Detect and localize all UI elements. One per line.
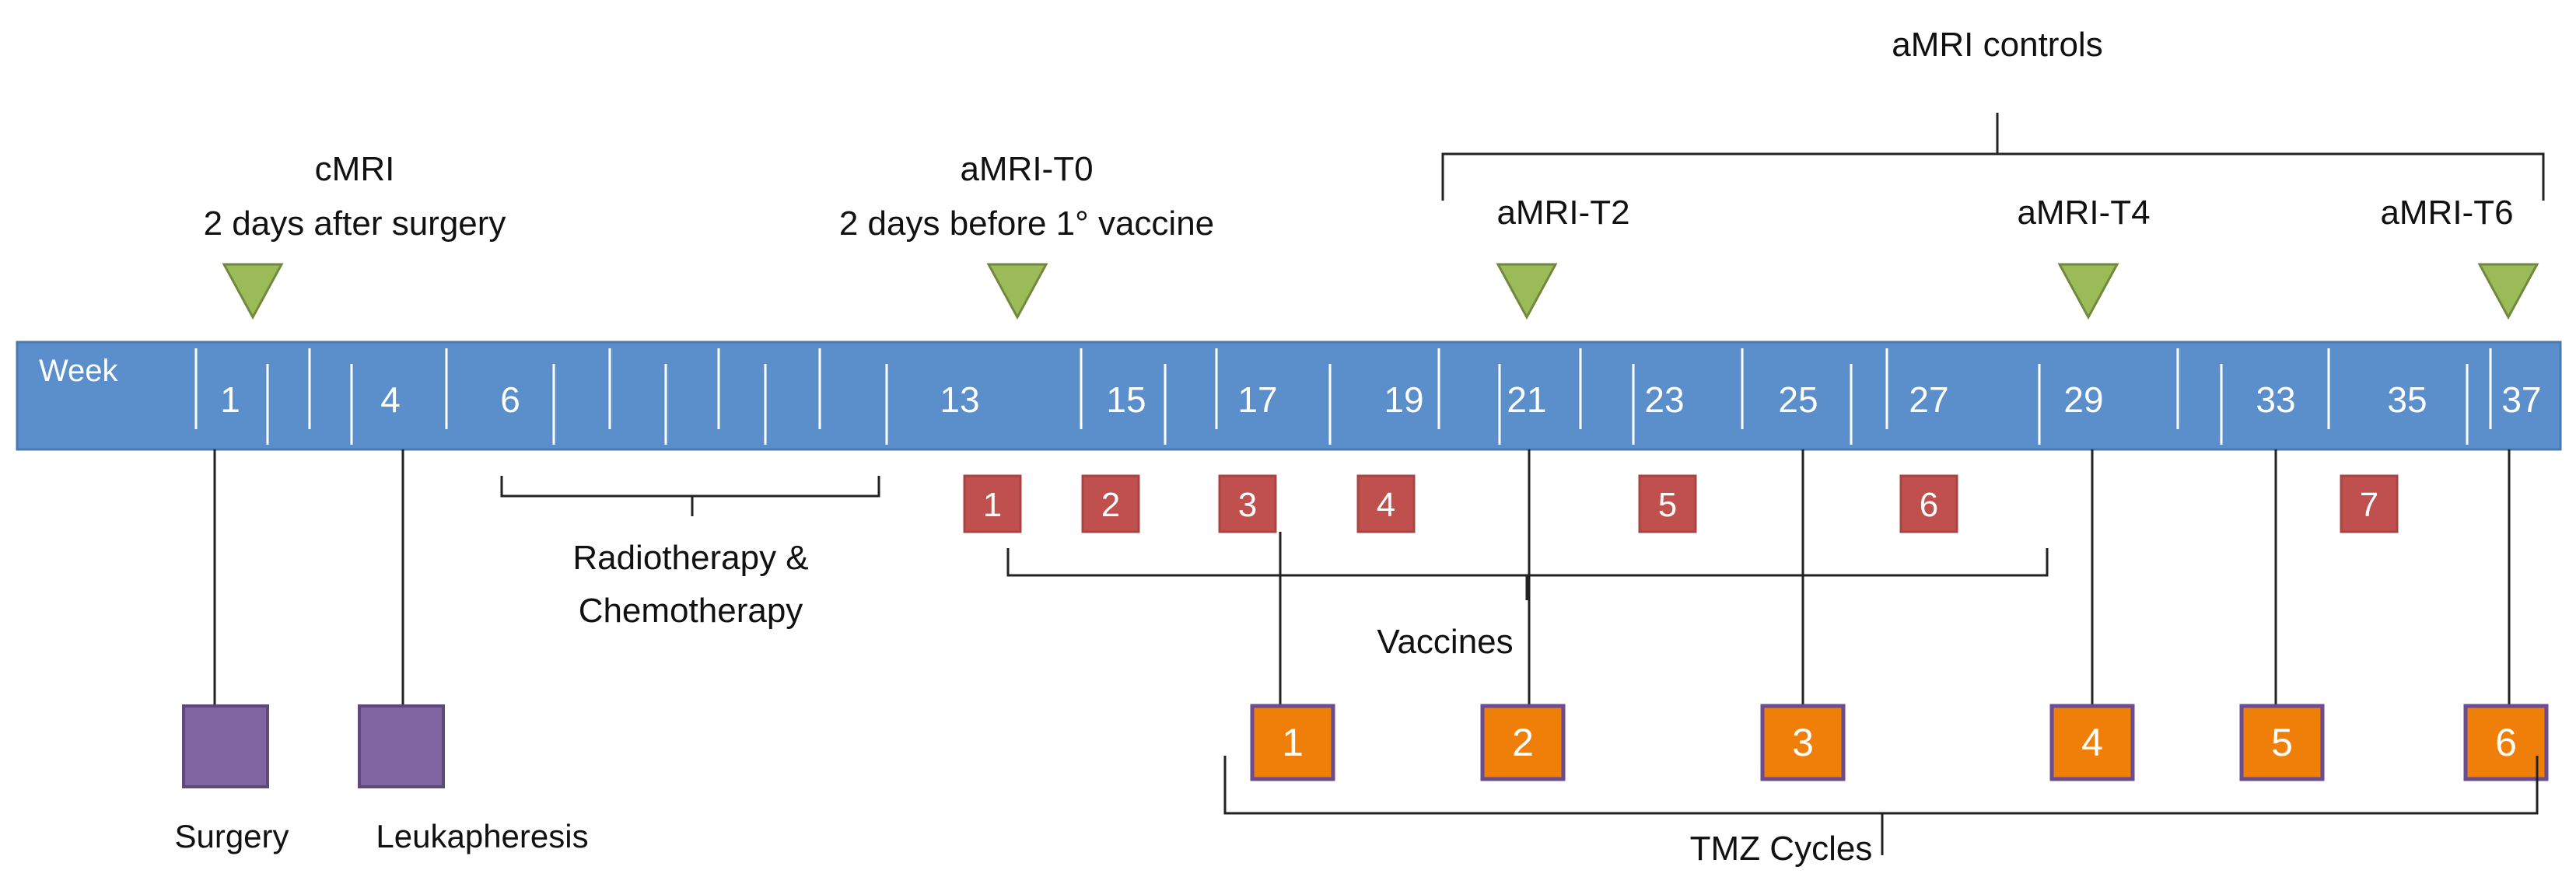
week-35: 35 (2387, 379, 2427, 420)
amri-t6-marker (2477, 263, 2539, 320)
amri-t2-label: aMRI-T2 (1496, 194, 1629, 232)
vaccine-num-6: 6 (1920, 486, 1938, 524)
week-29: 29 (2063, 379, 2103, 420)
vaccine-num-3: 3 (1238, 486, 1257, 524)
week-25: 25 (1778, 379, 1818, 420)
amri-t0-subtitle: 2 days before 1° vaccine (839, 204, 1214, 243)
connector-lines (213, 449, 2511, 706)
leukapheresis-box (358, 704, 445, 788)
tmz-label: TMZ Cycles (1690, 830, 1873, 868)
tmz-num-2: 2 (1512, 721, 1534, 764)
amri-t0-marker (986, 263, 1048, 320)
cmri-marker (222, 263, 284, 320)
tmz-num-5: 5 (2271, 721, 2293, 764)
surgery-label: Surgery (174, 818, 289, 854)
surgery-box (182, 704, 269, 788)
tmz-num-3: 3 (1792, 721, 1814, 764)
vaccine-num-7: 7 (2360, 486, 2378, 524)
week-33: 33 (2256, 379, 2295, 420)
tmz-num-1: 1 (1282, 721, 1304, 764)
tmz-box-4 (2049, 704, 2135, 781)
tmz-brace (1223, 756, 2539, 855)
week-13: 13 (940, 379, 979, 420)
cmri-subtitle: 2 days after surgery (204, 204, 506, 243)
week-4: 4 (380, 379, 401, 420)
vaccine-box-1 (963, 474, 1022, 533)
amri-t4-marker (2057, 263, 2119, 320)
radio-chemo-brace (500, 476, 880, 516)
week-37: 37 (2501, 379, 2541, 420)
amri-controls-label: aMRI controls (1892, 26, 2102, 64)
tmz-num-4: 4 (2081, 721, 2103, 764)
tmz-num-6: 6 (2495, 721, 2517, 764)
week-17: 17 (1237, 379, 1277, 420)
week-21: 21 (1507, 379, 1546, 420)
amri-t6-label: aMRI-T6 (2380, 194, 2513, 232)
vaccine-num-2: 2 (1101, 486, 1120, 524)
vaccine-num-5: 5 (1658, 486, 1677, 524)
week-label: Week (39, 354, 119, 388)
vaccine-boxes: 1 2 3 4 5 6 7 (963, 474, 2399, 533)
amri-t0-title: aMRI-T0 (960, 150, 1093, 188)
vaccine-box-5 (1638, 474, 1697, 533)
vaccine-box-6 (1899, 474, 1958, 533)
week-ticks (194, 348, 2492, 445)
cmri-title: cMRI (315, 150, 395, 188)
timeline-bar (16, 341, 2562, 451)
week-6: 6 (500, 379, 520, 420)
vaccines-brace (1006, 548, 2049, 600)
amri-t4-label: aMRI-T4 (2017, 194, 2150, 232)
vaccine-num-1: 1 (983, 486, 1002, 524)
tmz-box-2 (1480, 704, 1566, 781)
tmz-box-3 (1760, 704, 1846, 781)
vaccine-box-4 (1356, 474, 1416, 533)
vaccines-label: Vaccines (1377, 623, 1513, 661)
radio-chemo-line1: Radiotherapy & (572, 539, 808, 577)
vaccine-box-3 (1218, 474, 1277, 533)
tmz-box-5 (2239, 704, 2325, 781)
week-19: 19 (1384, 379, 1423, 420)
amri-t2-marker (1496, 263, 1558, 320)
week-15: 15 (1106, 379, 1146, 420)
tmz-box-6 (2463, 704, 2549, 781)
amri-controls-brace (1441, 113, 2545, 201)
leukapheresis-label: Leukapheresis (376, 818, 588, 854)
vaccine-box-7 (2340, 474, 2399, 533)
tmz-box-1 (1250, 704, 1335, 781)
week-23: 23 (1644, 379, 1684, 420)
vaccine-num-4: 4 (1377, 486, 1395, 524)
week-1: 1 (220, 379, 240, 420)
week-27: 27 (1909, 379, 1948, 420)
radio-chemo-line2: Chemotherapy (579, 592, 803, 630)
tmz-boxes: 1 2 3 4 5 6 (1250, 704, 2549, 781)
vaccine-box-2 (1081, 474, 1140, 533)
